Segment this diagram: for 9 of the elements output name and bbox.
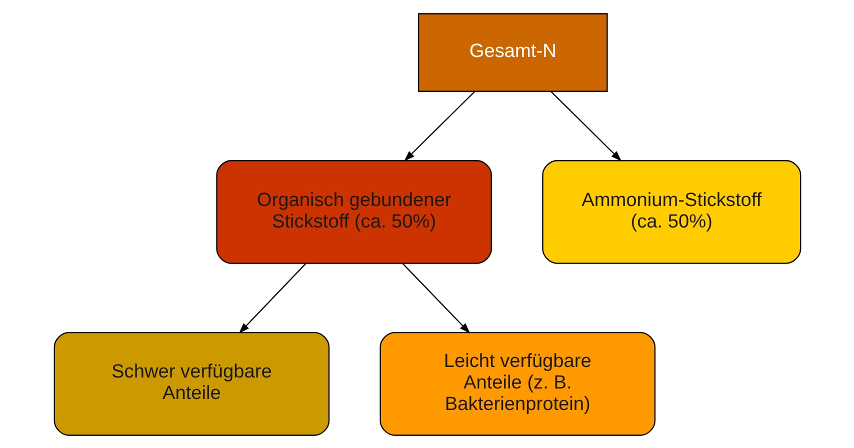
arrow [550, 90, 622, 161]
arrow [404, 90, 474, 161]
node-box: Ammonium-Stickstoff (ca. 50%) [542, 160, 801, 264]
arrow [402, 262, 470, 333]
node-box: Schwer verfügbare Anteile [53, 331, 330, 436]
node-box: Leicht verfügbare Anteile (z. B. Bakterienprotein) [379, 331, 656, 436]
node-box: Gesamt-N [417, 12, 608, 92]
arrow [238, 262, 306, 333]
node-box: Organisch gebundener Stickstoff (ca. 50%) [216, 160, 492, 264]
